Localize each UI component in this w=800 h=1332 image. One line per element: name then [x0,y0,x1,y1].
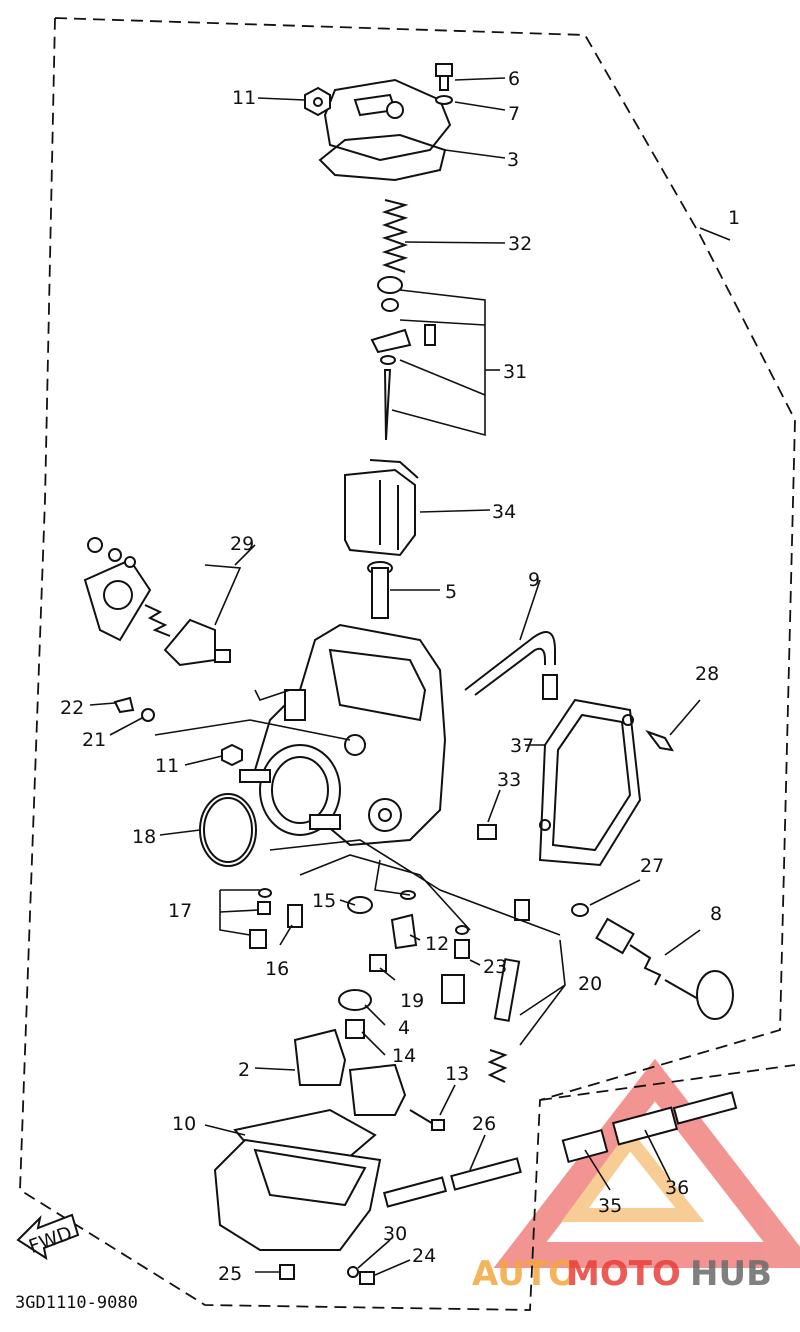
callout-28: 28 [695,663,719,685]
callout-5: 5 [445,581,457,603]
watermark-auto: AUTO [472,1254,577,1294]
callout-2: 2 [238,1059,250,1081]
watermark-hub: HUB [690,1254,772,1294]
callout-labels: 1 2 3 4 5 6 7 8 9 10 11 11 12 13 14 15 1… [60,68,740,1285]
sub-assembly-boundary [539,1064,796,1101]
callout-1: 1 [728,207,740,229]
callout-23: 23 [483,956,507,978]
callout-31: 31 [503,361,527,383]
callout-27: 27 [640,855,664,877]
callout-14: 14 [392,1045,416,1067]
callout-36: 36 [665,1177,689,1199]
leader-lines [89,77,731,1276]
watermark-moto: MOTO [566,1254,681,1294]
fwd-arrow-icon [16,1213,80,1261]
callout-19: 19 [400,990,424,1012]
callout-30: 30 [383,1223,407,1245]
callout-24: 24 [412,1245,436,1267]
screw-part-28 [645,729,674,752]
float-part-2 [293,1028,407,1116]
watermark-logo-icon [493,1058,800,1268]
screw-part-25 [279,1264,295,1280]
hose-part-9 [464,631,556,696]
needle-jet-part-5 [367,561,393,619]
drawing-code: 3GD1110-9080 [15,1293,138,1313]
needle-assembly-part-31 [370,276,436,441]
callout-7: 7 [508,103,520,125]
callout-11-body: 11 [155,755,179,777]
callout-22: 22 [60,697,84,719]
top-cover-part [318,78,452,182]
screw-part-13 [409,1109,436,1126]
callout-3: 3 [507,149,519,171]
callout-10: 10 [172,1113,196,1135]
callout-33: 33 [497,769,521,791]
throttle-valve-part-34 [344,459,419,557]
callout-13: 13 [445,1063,469,1085]
throttle-stop-screw-part-8 [571,903,734,1020]
callout-12: 12 [425,933,449,955]
callout-16: 16 [265,958,289,980]
callout-21: 21 [82,729,106,751]
plug-part-33 [477,824,497,840]
callout-15: 15 [312,890,336,912]
callout-37: 37 [510,735,534,757]
carburetor-body [239,623,447,847]
spring-part-32 [381,199,409,273]
float-bowl-part-10 [213,1108,382,1251]
callout-26: 26 [472,1113,496,1135]
screw-part-6 [435,63,453,105]
callout-6: 6 [508,68,520,90]
callout-4: 4 [398,1017,410,1039]
callout-8: 8 [710,903,722,925]
callout-11-top: 11 [232,87,256,109]
o-ring-part-30 [347,1266,359,1278]
callout-35: 35 [598,1195,622,1217]
callout-20: 20 [578,973,602,995]
pipe-part-26 [382,1157,522,1208]
pump-cover-part-29 [83,537,231,667]
callout-34: 34 [492,501,516,523]
o-ring-part-18 [199,793,257,867]
fitting-part-35-36 [561,1091,738,1164]
screw-part-24 [359,1271,375,1285]
callout-9: 9 [528,569,540,591]
callout-32: 32 [508,233,532,255]
nut-part-11-top [304,86,331,117]
callout-29: 29 [230,533,254,555]
watermark-text: AUTO MOTO HUB [472,1254,772,1294]
callout-25: 25 [218,1263,242,1285]
callout-18: 18 [132,826,156,848]
cover-plate-part-37 [538,698,642,867]
jets-cluster [249,888,530,1083]
callout-17: 17 [168,900,192,922]
